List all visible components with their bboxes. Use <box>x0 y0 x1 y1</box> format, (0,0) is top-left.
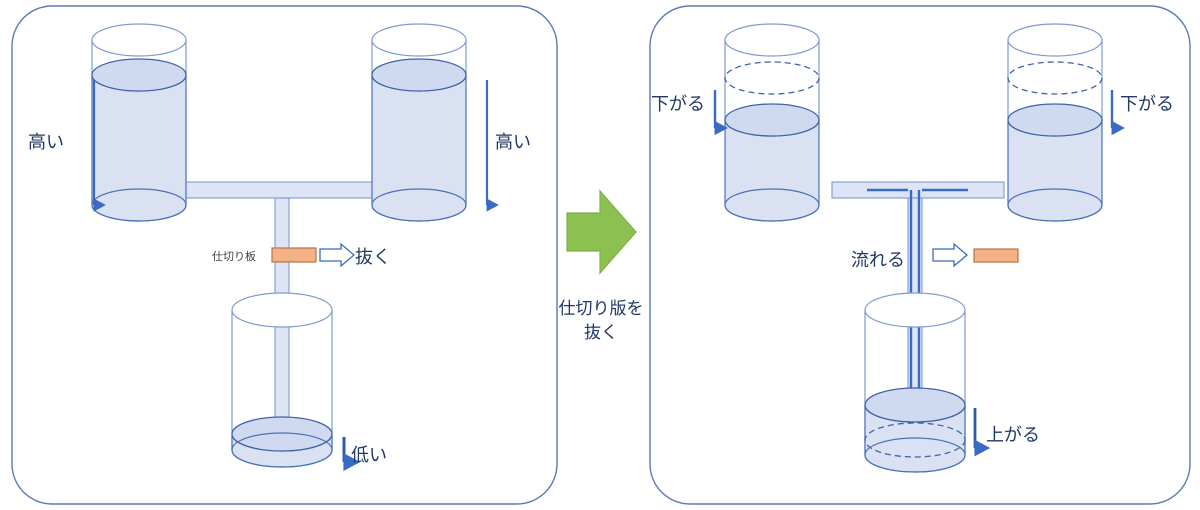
vessel-rim <box>91 23 187 57</box>
water-surface <box>371 58 467 92</box>
vessel-rim <box>864 292 966 328</box>
water-surface <box>231 416 333 452</box>
vessel-base <box>1007 188 1103 222</box>
vessel-rim <box>231 292 333 328</box>
top-left-vessel <box>724 23 820 222</box>
vessel-rim <box>1007 23 1103 57</box>
partition-plate[interactable] <box>271 247 317 263</box>
vessel-rim <box>724 23 820 57</box>
previous-water-level-dashed <box>724 61 820 95</box>
left-level-label: 下がる <box>651 94 705 114</box>
connecting-pipe-horizontal <box>177 181 387 199</box>
pull-out-label: 抜く <box>355 247 391 267</box>
vessel-base <box>371 188 467 222</box>
pull-out-arrow-icon <box>932 242 969 268</box>
right-level-label: 高い <box>495 132 531 152</box>
bottom-vessel <box>864 292 966 473</box>
previous-water-level-dashed <box>1007 61 1103 95</box>
partition-plate-label: 仕切り板 <box>212 249 256 263</box>
water-surface <box>1007 103 1103 137</box>
vessel-base <box>724 188 820 222</box>
vessel-base <box>864 437 966 473</box>
transition-caption-line1: 仕切り版を <box>559 299 644 318</box>
top-left-vessel <box>91 23 187 222</box>
water-surface <box>864 387 966 423</box>
vessel-rim <box>371 23 467 57</box>
panel-before: 高い 高い 低い 仕切り板 抜く <box>11 5 558 505</box>
bottom-level-label: 低い <box>351 445 387 465</box>
left-level-label: 高い <box>28 132 64 152</box>
removed-partition-plate[interactable] <box>973 248 1019 263</box>
vessel-base <box>91 188 187 222</box>
bottom-vessel <box>231 292 333 468</box>
panel-after: 下がる 下がる 流れる 上がる <box>649 5 1191 505</box>
water-surface <box>724 103 820 137</box>
transition-caption-line2: 抜く <box>584 323 618 342</box>
right-level-label: 下がる <box>1120 94 1174 114</box>
flow-label: 流れる <box>851 250 905 270</box>
bottom-level-label: 上がる <box>986 425 1040 445</box>
top-right-vessel <box>1007 23 1103 222</box>
top-right-vessel <box>371 23 467 222</box>
previous-water-level-dashed <box>864 422 966 458</box>
water-surface <box>91 58 187 92</box>
pull-out-arrow-icon <box>319 242 356 268</box>
transition-arrow <box>566 189 637 275</box>
vessel-base <box>231 432 333 468</box>
